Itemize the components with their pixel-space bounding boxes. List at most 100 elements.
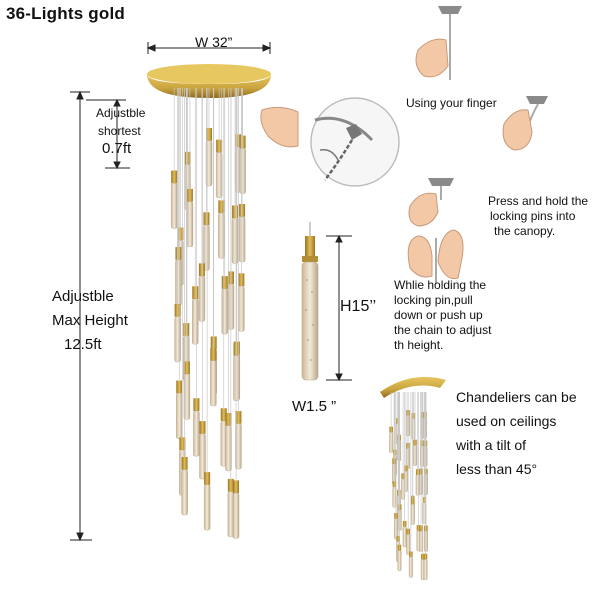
main-pendant-crystal: [203, 484, 211, 531]
main-pendant-cap: [206, 128, 212, 141]
small-pendant-crystal: [402, 526, 407, 548]
main-pendant-cap: [171, 170, 178, 184]
max-height-value: 12.5ft: [64, 336, 102, 353]
small-pendant-crystal: [389, 432, 394, 453]
main-pendant-crystal: [199, 433, 206, 480]
small-pendant-crystal: [408, 556, 413, 578]
main-pendant-cap: [186, 188, 193, 202]
step2-caption-line2: locking pins into: [490, 209, 576, 223]
main-pendant-crystal: [174, 316, 181, 363]
step1b-hand-icon: [502, 96, 548, 151]
main-pendant-crystal: [193, 410, 200, 457]
small-pendant-cap: [423, 411, 427, 418]
small-pendant-crystal: [413, 445, 417, 466]
locking-pin-zoom-icon: [310, 97, 400, 187]
main-pendant-cap: [179, 437, 186, 451]
small-pendant-cap: [402, 520, 407, 527]
max-height-label-line2: Max Height: [52, 312, 128, 329]
main-pendant-cap: [203, 212, 210, 226]
main-pendant-crystal: [183, 373, 191, 420]
small-pendant-cap: [389, 426, 393, 433]
step3-caption-line5: th height.: [394, 338, 444, 352]
main-pendant-cap: [225, 412, 232, 426]
pendant-height-line: [326, 234, 352, 382]
small-pendant-cap: [397, 489, 401, 496]
single-pendant: [301, 222, 319, 381]
main-pendant-cap: [199, 421, 206, 434]
step3-caption-line2: locking pin,pull: [394, 293, 473, 307]
tilt-note-line4: less than 45°: [456, 461, 538, 477]
main-pendant-crystal: [232, 492, 240, 539]
main-pendant-cap: [232, 205, 239, 219]
small-pendant-cap: [409, 551, 413, 558]
main-pendant-cap: [192, 286, 199, 300]
main-pendant-cap: [177, 227, 184, 241]
main-pendants: [170, 88, 246, 539]
main-pendant-cap: [220, 408, 227, 422]
main-pendant-cap: [183, 361, 190, 375]
pendant-width-label: W1.5 ”: [292, 398, 337, 415]
shortest-dimension-line: [86, 98, 130, 170]
main-pendant-crystal: [181, 469, 188, 516]
small-pendant-cap: [422, 496, 427, 503]
main-pendant-cap: [181, 456, 188, 470]
main-pendant-crystal: [238, 285, 245, 332]
small-pendant-cap: [418, 468, 423, 475]
small-pendant-crystal: [410, 504, 415, 525]
small-pendant-cap: [395, 418, 400, 424]
step3-caption-line1: Whlie holding the: [394, 278, 487, 292]
small-pendant-crystal: [406, 534, 411, 555]
width-label: W 32”: [195, 34, 233, 50]
small-pendant-cap: [415, 469, 420, 475]
finger-hand-icon: [260, 106, 299, 148]
main-pendant-crystal: [205, 140, 213, 187]
small-pendant-crystal: [394, 518, 398, 540]
main-pendant-crystal: [221, 288, 228, 335]
small-pendant-cap: [406, 528, 410, 535]
small-pendant-cap: [393, 449, 397, 456]
main-pendant-cap: [233, 480, 240, 494]
main-pendant-cap: [204, 472, 211, 485]
max-height-dimension-line: [70, 90, 92, 542]
main-pendant-crystal: [218, 212, 225, 259]
main-pendant-crystal: [238, 216, 246, 263]
max-height-label-line1: Adjustble: [52, 288, 114, 305]
small-pendant-crystal: [423, 559, 428, 580]
main-pendant-crystal: [170, 183, 178, 229]
product-title: 36-Lights gold: [6, 4, 125, 23]
step2-press-hold-icon: [408, 178, 454, 227]
tilted-chandelier: [380, 376, 446, 398]
main-pendant-cap: [227, 478, 234, 492]
shortest-label: shortest: [98, 124, 141, 138]
main-pendant-cap: [233, 342, 240, 356]
small-pendant-cap: [421, 553, 425, 560]
main-canopy: [147, 64, 271, 98]
step1-ceiling-mount-icon: [415, 6, 462, 80]
main-pendant-crystal: [198, 275, 206, 322]
small-pendant-cap: [394, 513, 398, 519]
main-pendant-cap: [174, 303, 181, 317]
main-pendant-crystal: [215, 152, 223, 198]
main-pendant-cap: [221, 276, 228, 289]
main-pendant-crystal: [176, 393, 183, 439]
main-pendant-crystal: [239, 148, 246, 194]
small-pendant-cap: [397, 544, 402, 551]
small-pendant-cap: [423, 553, 428, 560]
small-pendant-cap: [411, 413, 416, 419]
small-pendant-cap: [404, 465, 408, 472]
pendant-height-label: H15’’: [340, 298, 377, 315]
main-pendant-cap: [235, 411, 242, 424]
main-pendant-cap: [218, 200, 225, 214]
small-pendant-crystal: [397, 550, 402, 571]
tilted-chandelier-pendants: [389, 392, 428, 581]
main-pendant-cap: [239, 203, 246, 217]
small-pendant-crystal: [415, 474, 420, 496]
main-pendant-crystal: [175, 259, 182, 306]
main-pendant-crystal: [225, 425, 232, 472]
main-pendant-cap: [198, 263, 205, 277]
small-pendant-crystal: [401, 478, 406, 500]
main-pendant-crystal: [235, 423, 242, 470]
small-pendant-cap: [416, 525, 421, 531]
main-pendant-cap: [184, 151, 191, 165]
main-pendant-crystal: [203, 224, 210, 271]
